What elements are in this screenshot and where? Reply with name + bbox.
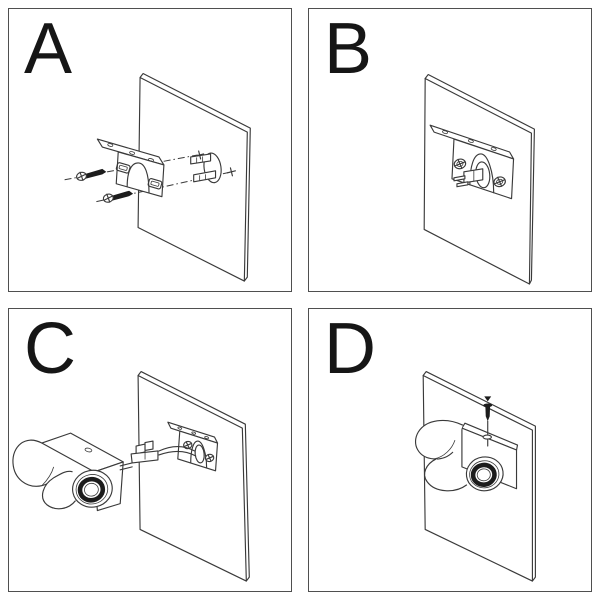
l-bracket — [167, 421, 219, 472]
mounting-screw-top — [76, 168, 107, 181]
power-plug — [453, 168, 484, 188]
screw-hole — [482, 434, 492, 440]
fixture-upper-lobe — [12, 439, 73, 487]
wall-panel — [137, 370, 250, 582]
lens — [72, 469, 113, 508]
step-panel-a: A — [8, 8, 292, 292]
step-a-diagram — [64, 72, 251, 282]
step-label-a: A — [24, 9, 73, 89]
cross-mark-bottom — [226, 167, 236, 177]
step-label-c: C — [24, 309, 76, 389]
top-screw — [482, 396, 493, 447]
step-d-diagram — [414, 370, 536, 582]
mounting-screw-bottom — [102, 190, 134, 203]
fixture-upper-lobe — [414, 419, 464, 460]
l-bracket — [96, 138, 165, 198]
step-panel-d: D — [308, 308, 592, 592]
camera-fixture — [12, 432, 124, 512]
fixture-lower-lobe — [424, 458, 468, 492]
wall-anchor-bottom — [193, 170, 217, 183]
fixture-lower-lobe — [41, 477, 76, 510]
step-label-b: B — [324, 9, 373, 89]
step-b-diagram — [423, 73, 535, 285]
down-arrow-icon — [484, 396, 492, 402]
step-panel-c: C — [8, 308, 292, 592]
bracket-screw-right — [204, 453, 215, 463]
step-label-d: D — [324, 309, 376, 389]
step-c-diagram — [12, 370, 250, 582]
camera-fixture — [414, 419, 519, 492]
plate-hole — [84, 447, 93, 453]
cross-mark-top — [195, 150, 205, 160]
bracket-screw-left — [453, 158, 467, 170]
bracket-slot-left — [115, 162, 131, 174]
lens — [465, 456, 504, 492]
connection-wires — [158, 445, 197, 457]
step-panel-b: B — [308, 8, 592, 292]
bracket-screw-right — [493, 176, 506, 188]
bracket-slot-right — [147, 178, 163, 190]
wire-connector — [119, 440, 159, 471]
